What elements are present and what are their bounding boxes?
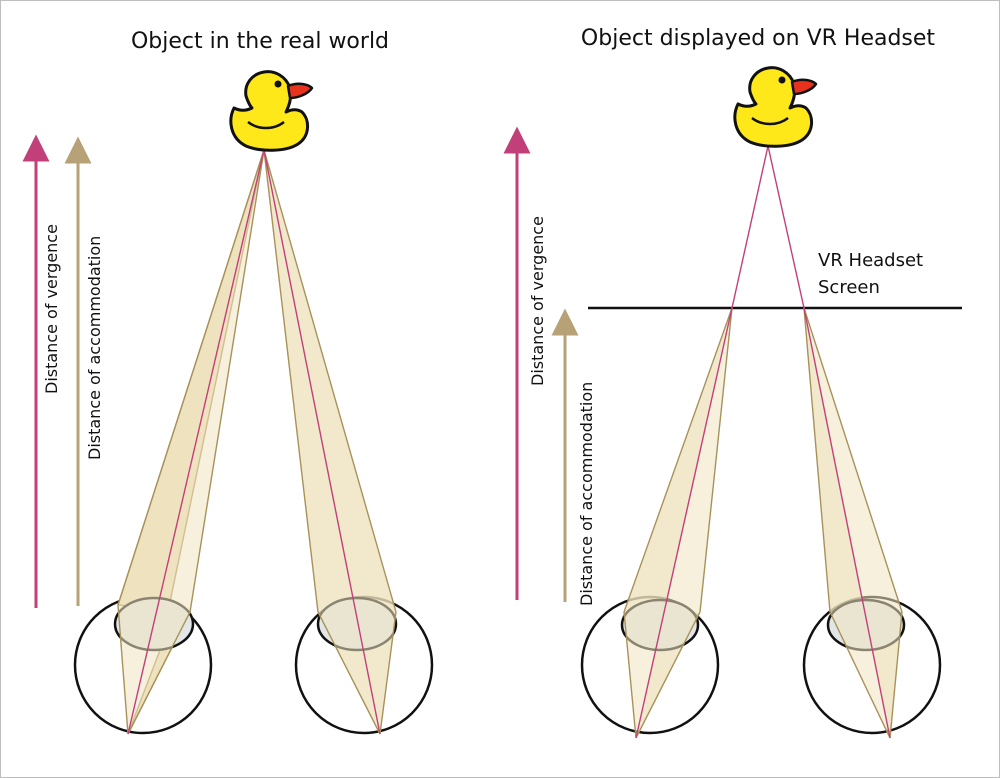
right-panel-left-ray-lower <box>635 307 733 739</box>
right-panel-right-ray-lower <box>803 307 891 739</box>
left-panel-title: Object in the real world <box>131 29 389 54</box>
right-accommodation-label: Distance of accommodation <box>577 382 596 606</box>
left-eye-vergence-ray <box>127 149 265 735</box>
left-accommodation-label: Distance of accommodation <box>85 236 104 460</box>
rubber-duck-icon <box>229 70 314 152</box>
right-eye-vergence-ray <box>263 149 381 735</box>
vr-screen-label-line2: Screen <box>818 277 880 298</box>
rubber-duck-icon <box>733 66 818 148</box>
right-panel-left-ray-upper <box>731 145 769 309</box>
right-panel-title: Object displayed on VR Headset <box>581 26 936 51</box>
left-vergence-label: Distance of vergence <box>42 224 61 394</box>
right-vergence-label: Distance of vergence <box>528 216 547 386</box>
vr-screen-label-line1: VR Headset <box>818 250 923 271</box>
right-panel-right-ray-upper <box>767 145 805 309</box>
